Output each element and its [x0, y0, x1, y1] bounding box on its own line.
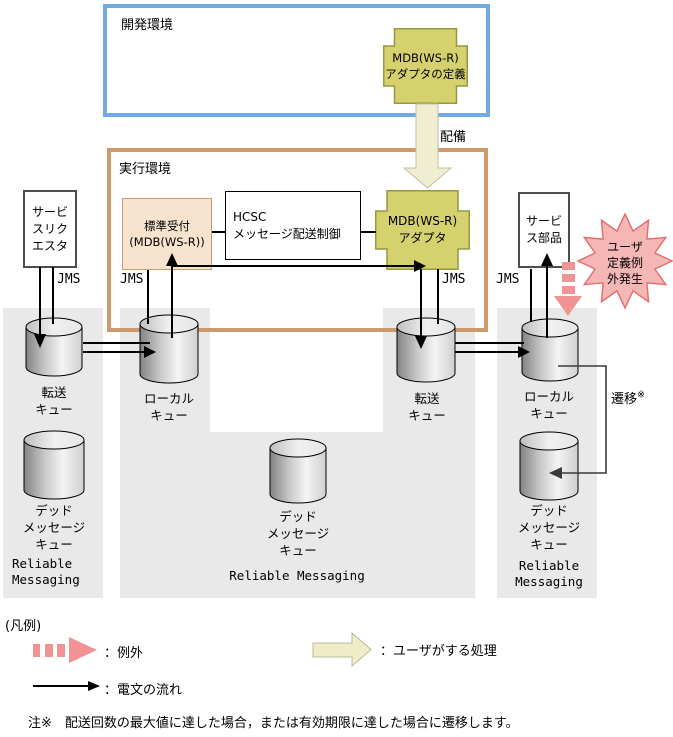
mdb-adapter-label: MDB(WS-R) アダプタ — [387, 214, 458, 245]
service-component-box: サービ ス部品 — [518, 192, 570, 268]
jms-label-requester: JMS — [57, 272, 81, 287]
right-local-queue-cylinder — [521, 318, 579, 382]
legend-exception-arrow-icon — [33, 637, 97, 663]
connector-hcsc-adapter — [360, 231, 376, 233]
deploy-label: 配備 — [440, 130, 467, 145]
right-dead-message-queue-cylinder — [519, 431, 579, 501]
standard-reception-box: 標準受付 (MDB(WS-R)) — [122, 198, 212, 270]
connector-reception-hcsc — [212, 231, 226, 233]
development-environment-frame — [103, 4, 490, 117]
left-transfer-queue-label: 転送 キュー — [35, 385, 73, 417]
execution-environment-title: 実行環境 — [119, 162, 172, 177]
hcsc-message-delivery-control-box: HCSC メッセージ配送制御 — [225, 191, 361, 260]
service-requester-box: サービ スリク エスタ — [23, 190, 77, 268]
plus-shape — [375, 190, 470, 270]
right-dead-queue-label: デッド メッセージ キュー — [517, 503, 581, 552]
development-environment-title: 開発環境 — [121, 18, 174, 33]
right-reliable-messaging-label: Reliable Messaging — [515, 558, 583, 589]
middle-transfer-queue-cylinder — [396, 317, 456, 383]
transition-note-marker: ※ — [637, 389, 645, 401]
middle-reliable-messaging-label: Reliable Messaging — [229, 568, 365, 583]
jms-label-component: JMS — [496, 272, 520, 287]
transition-label: 遷移※ — [611, 389, 645, 407]
left-dead-queue-label: デッド メッセージ キュー — [22, 503, 86, 552]
legend-user-process-label: ：ユーザがする処理 — [380, 644, 497, 659]
middle-local-queue-label: ローカル キュー — [143, 391, 194, 423]
exception-burst-label: ユーザ 定義例 外発生 — [606, 240, 643, 286]
mdb-adapter-box: MDB(WS-R) アダプタ — [375, 190, 470, 270]
footnote: 注※ 配送回数の最大値に達した場合，または有効期限に達した場合に遷移します。 — [28, 716, 519, 731]
mdb-adapter-definition-label: MDB(WS-R) アダプタの定義 — [385, 51, 466, 81]
left-transfer-queue-cylinder — [25, 317, 83, 377]
left-dead-message-queue-cylinder — [23, 430, 85, 500]
middle-dead-message-queue-cylinder — [269, 438, 327, 504]
middle-dead-queue-label: デッド メッセージ キュー — [266, 509, 330, 558]
mdb-adapter-definition-box: MDB(WS-R) アダプタの定義 — [383, 28, 468, 104]
legend-message-flow-label: ：電文の流れ — [104, 683, 183, 698]
legend-exception-label: ：例外 — [104, 646, 144, 661]
middle-local-queue-cylinder — [139, 314, 199, 384]
jms-label-reception: JMS — [120, 272, 144, 287]
legend-title: (凡例) — [5, 619, 42, 634]
legend-message-flow-arrow-icon — [33, 681, 100, 691]
plus-shape — [383, 28, 468, 104]
right-local-queue-label: ローカル キュー — [523, 389, 574, 421]
middle-transfer-queue-label: 転送 キュー — [408, 391, 446, 423]
left-reliable-messaging-label: Reliable Messaging — [12, 556, 80, 587]
jms-label-adapter: JMS — [442, 272, 466, 287]
legend-user-process-arrow-icon — [312, 631, 372, 668]
execution-environment-frame — [107, 148, 488, 332]
